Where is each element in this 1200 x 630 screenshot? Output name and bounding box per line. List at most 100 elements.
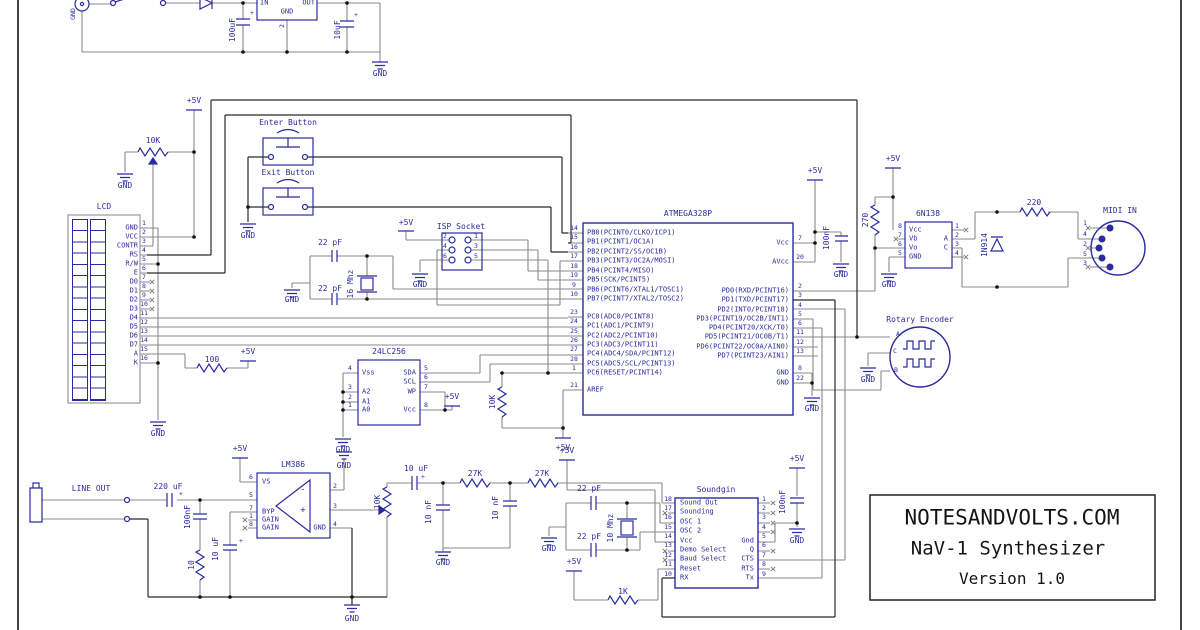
- amp-gnd-label: GND: [336, 461, 352, 470]
- title-block-product: NaV-1 Synthesizer: [910, 537, 1106, 560]
- pin-label: GND: [909, 252, 922, 261]
- pin-number: 1: [348, 400, 352, 409]
- midi-din-body: [1090, 220, 1146, 276]
- pin-label: GND: [776, 368, 789, 377]
- lcd-pin-number: 5: [142, 254, 146, 263]
- lcd-pin-number: 1: [142, 218, 146, 227]
- enter-button-terminal: [301, 153, 309, 161]
- pin-label: WP: [407, 387, 416, 396]
- isp-pin: [464, 236, 472, 244]
- filter-c2-label: 10 nF: [491, 495, 500, 521]
- pin-number: 8: [898, 221, 902, 230]
- pin-label: C: [943, 243, 948, 252]
- pin-number: 13: [664, 541, 672, 550]
- pin-number: 23: [570, 307, 578, 316]
- pin-label: PD5(PCINT21/OC0B/T1): [704, 332, 789, 341]
- lcd-pin-label: GND: [125, 223, 138, 232]
- backlight-res-label: 100: [204, 355, 220, 364]
- wires-gray: [42, 2, 1110, 601]
- midi-pin-number: 5: [1083, 249, 1087, 258]
- pin-number: 27: [570, 345, 578, 354]
- pin-number: 4: [955, 248, 959, 257]
- pin-number: 17: [664, 503, 672, 512]
- pin-number: 7: [798, 233, 802, 242]
- pin-number: 2: [333, 481, 337, 490]
- lcd-pin-number: 12: [140, 317, 148, 326]
- isp-pin: [448, 246, 456, 254]
- pin-number: 4: [348, 363, 352, 372]
- lcd-title: LCD: [96, 202, 112, 211]
- pin-number: 4: [798, 300, 802, 309]
- avcc-cap-label: 100nF: [822, 225, 831, 251]
- pin-label: PD2(INT0/PCINT18): [717, 305, 789, 314]
- lcd-pin-label: D6: [129, 331, 138, 340]
- lcd-pin-label: CONTR: [116, 241, 138, 250]
- pin-number: 16: [664, 513, 672, 521]
- p5v-label: +5V: [186, 96, 202, 105]
- pin-number: 19: [570, 270, 578, 279]
- lcd-pin-number: 9: [142, 290, 146, 299]
- pin-number: 21: [570, 380, 578, 389]
- xtal16-cap-top-label: 22 pF: [317, 238, 343, 247]
- pin-number: 15: [570, 233, 578, 242]
- wires-isp: [405, 231, 568, 373]
- pin-label: PD7(PCINT23/AIN1): [717, 351, 789, 360]
- lineout-jack: [29, 482, 43, 523]
- mcu-gnd-label: GND: [804, 404, 820, 413]
- pin-label: PB3(PCINT3/OC2A/MOSI): [587, 256, 676, 265]
- pin-label: PC1(ADC1/PCINT9): [587, 321, 655, 330]
- p5v-label: +5V: [807, 166, 823, 175]
- pot-wiper-arrows: [147, 156, 387, 516]
- midi-res-label: 220: [1026, 198, 1042, 207]
- pin-number: 5: [249, 490, 253, 499]
- eeprom-title: 24LC256: [372, 347, 406, 356]
- pin-number: 12: [796, 337, 804, 346]
- cap-plus: +: [354, 10, 358, 19]
- soundgin-cap-label: 100nF: [778, 489, 787, 515]
- enter-button-label: Enter Button: [259, 118, 317, 127]
- power-jack: [74, 0, 90, 12]
- lm386-title: LM386: [280, 460, 306, 469]
- opto-res-label: 270: [861, 212, 870, 228]
- xtal10-cap-top-label: 22 pF: [576, 484, 602, 493]
- p5v-label: +5V: [444, 392, 460, 401]
- pin-label: Vss: [362, 368, 375, 377]
- pin-label: RTS: [741, 564, 754, 573]
- lcd-pin-number: 14: [140, 335, 148, 344]
- lcd-pin-number: 3: [142, 236, 146, 245]
- crystal16-plates: [357, 275, 377, 293]
- volume-pot-label: 10K: [373, 494, 382, 510]
- xtal10-gnd-label: GND: [541, 544, 557, 553]
- pin-number: 6: [424, 372, 428, 381]
- pin-label: A1: [362, 397, 371, 406]
- exit-button-label: Exit Button: [261, 168, 315, 177]
- pin-number: 10: [570, 289, 578, 298]
- pin-label: PC0(ADC0/PCINT8): [587, 312, 655, 321]
- lcd-pin-label: RS: [129, 250, 138, 259]
- pin-number: 7: [424, 382, 428, 391]
- pin-label: Q: [749, 545, 754, 554]
- filter-c1-label: 10 nF: [424, 499, 433, 525]
- pin-number: 2: [762, 503, 766, 512]
- pin-label: A2: [362, 387, 371, 396]
- crystal10-plates: [617, 518, 637, 538]
- cap-plus: +: [250, 8, 254, 17]
- lineout-terminal: [123, 515, 131, 523]
- mixer-cap-label: 10 uF: [403, 464, 429, 473]
- pin-number: 9: [762, 569, 766, 578]
- soundgin-box: [674, 497, 759, 589]
- opto-title: 6N138: [915, 209, 941, 218]
- pin-number: 4: [762, 522, 766, 531]
- lcd-pin-label: A: [133, 349, 138, 358]
- isp-gnd-label: GND: [412, 280, 428, 289]
- pin-number: 6: [762, 541, 766, 550]
- pin-number: 9: [572, 280, 576, 289]
- pin-label: PC4(ADC4/SDA/PCINT12): [587, 349, 676, 358]
- pin-label: PC5(ADC5/SCL/PCINT13): [587, 359, 676, 368]
- wires-buttons-buses: [147, 99, 858, 337]
- cap-plus: +: [239, 536, 243, 545]
- opto-box: [904, 221, 953, 269]
- rotary-encoder-body: [889, 326, 951, 388]
- lineout-label: LINE OUT: [71, 484, 111, 493]
